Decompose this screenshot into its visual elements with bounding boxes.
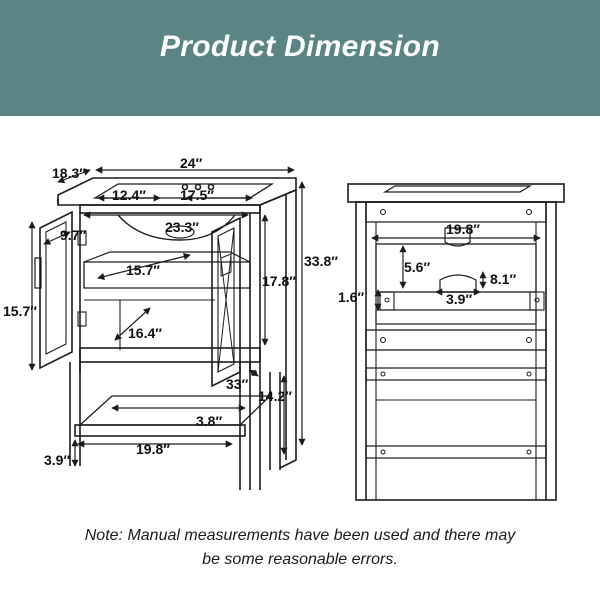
front-view-cabinet bbox=[34, 177, 297, 490]
dim-drain-width: 8.1″ bbox=[490, 271, 516, 287]
dim-top-width: 17.5″ bbox=[180, 187, 214, 203]
header-banner: Product Dimension bbox=[0, 0, 600, 116]
dim-depth: 18.3″ bbox=[52, 165, 86, 181]
dim-width: 24″ bbox=[180, 155, 203, 171]
dim-cabinet-depth: 16.4″ bbox=[128, 325, 162, 341]
dim-inner-width: 23.3″ bbox=[165, 219, 199, 235]
dim-door-width: 9.7″ bbox=[60, 227, 86, 243]
dimension-labels: 18.3″ 24″ 12.4″ 17.5″ 23.3″ 9.7″ 15.7″ 1… bbox=[3, 155, 516, 468]
dim-hinge-gap: 1.6″ bbox=[338, 289, 364, 305]
dim-back-width: 19.8″ bbox=[446, 221, 480, 237]
dim-leg-height: 33″ bbox=[226, 376, 249, 392]
dim-back-height: 5.6″ bbox=[404, 259, 430, 275]
dim-total-height: 33.8″ bbox=[304, 253, 338, 269]
page-title: Product Dimension bbox=[159, 30, 441, 63]
dim-shelf-depth: 15.7″ bbox=[126, 262, 160, 278]
dim-basin-width: 12.4″ bbox=[112, 187, 146, 203]
dim-foot-height: 3.9″ bbox=[44, 452, 70, 468]
note-line-2: be some reasonable errors. bbox=[202, 551, 398, 568]
dimension-drawing: 18.3″ 24″ 12.4″ 17.5″ 23.3″ 9.7″ 15.7″ 1… bbox=[3, 155, 565, 501]
dim-inner-height: 17.8″ bbox=[262, 273, 296, 289]
dim-shelf-gap: 3.8″ bbox=[196, 413, 222, 429]
back-dimension-lines bbox=[371, 234, 541, 311]
dim-door-height: 15.7″ bbox=[3, 303, 37, 319]
dim-bottom-height: 14.2″ bbox=[258, 388, 292, 404]
dim-base-width: 19.8″ bbox=[136, 441, 170, 457]
note-line-1: Note: Manual measurements have been used… bbox=[84, 527, 516, 544]
front-dimension-lines bbox=[28, 166, 306, 467]
dim-drain-height: 3.9″ bbox=[446, 291, 472, 307]
